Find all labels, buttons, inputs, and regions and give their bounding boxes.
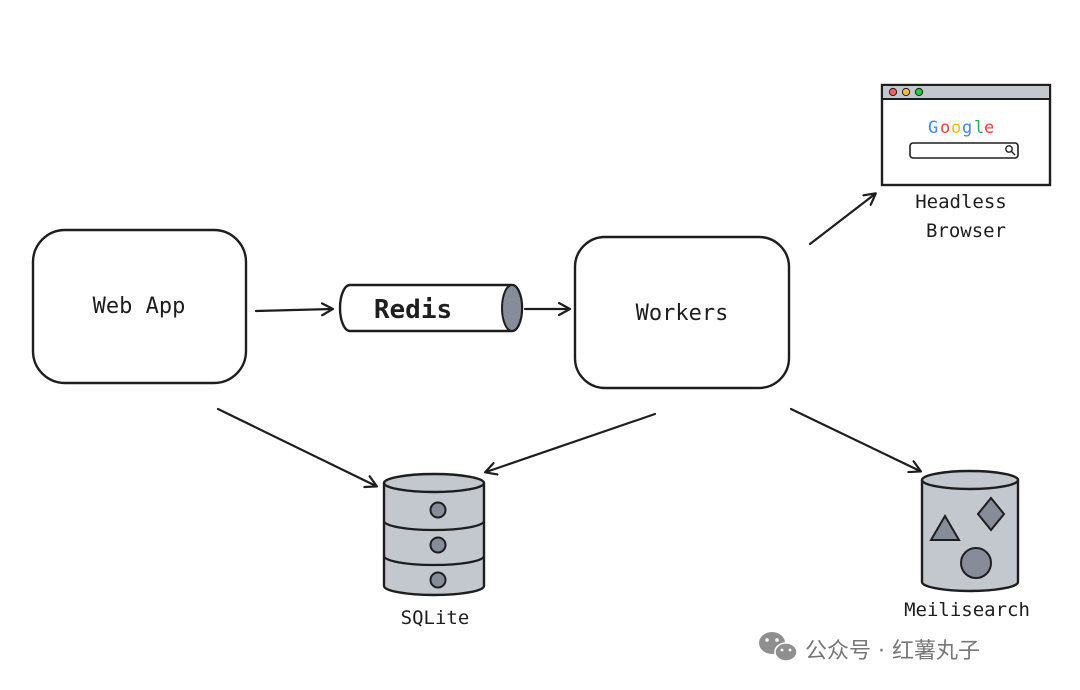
arrow-workers-to-browser [808,194,875,246]
redis-queue-node: Redis [338,283,524,333]
headless-browser-label-line2: Browser [926,220,1006,242]
logo-letter: o [951,118,961,138]
logo-letter: g [962,118,972,138]
logo-letter: o [940,118,950,138]
logo-letter: e [984,118,994,138]
meilisearch-db-node: Meilisearch [904,469,1030,621]
web-app-label: Web App [93,294,186,319]
minimize-dot-icon [901,87,911,97]
arrow-webapp-to-sqlite [216,407,376,486]
logo-letter: l [974,118,984,138]
close-dot-icon [888,87,898,97]
logo-letter: G [928,118,938,138]
diamond-icon [976,496,1006,532]
arrow-workers-to-sqlite [486,412,657,472]
headless-browser-label-line1: Headless [915,191,1007,213]
headless-browser-node: G o o g l e Headless Browser [880,83,1052,242]
search-bar [909,142,1019,159]
arrow-workers-to-meilisearch [789,407,920,471]
meilisearch-label: Meilisearch [904,599,1030,621]
watermark: 公众号 · 红薯丸子 [759,632,980,664]
watermark-text: 公众号 · 红薯丸子 [805,639,980,664]
arrow-webapp-to-redis [254,309,332,311]
workers-label: Workers [636,301,729,326]
workers-node: Workers [573,235,791,390]
sqlite-db-node: SQLite [382,472,486,629]
wechat-icon [759,632,798,662]
sqlite-label: SQLite [401,607,470,629]
triangle-icon [929,514,961,541]
search-icon [1005,145,1016,156]
redis-label: Redis [374,295,452,325]
arrows [216,194,920,486]
google-logo: G o o g l e [928,118,994,138]
web-app-node: Web App [31,228,248,385]
maximize-dot-icon [914,87,924,97]
circle-icon [960,547,992,579]
